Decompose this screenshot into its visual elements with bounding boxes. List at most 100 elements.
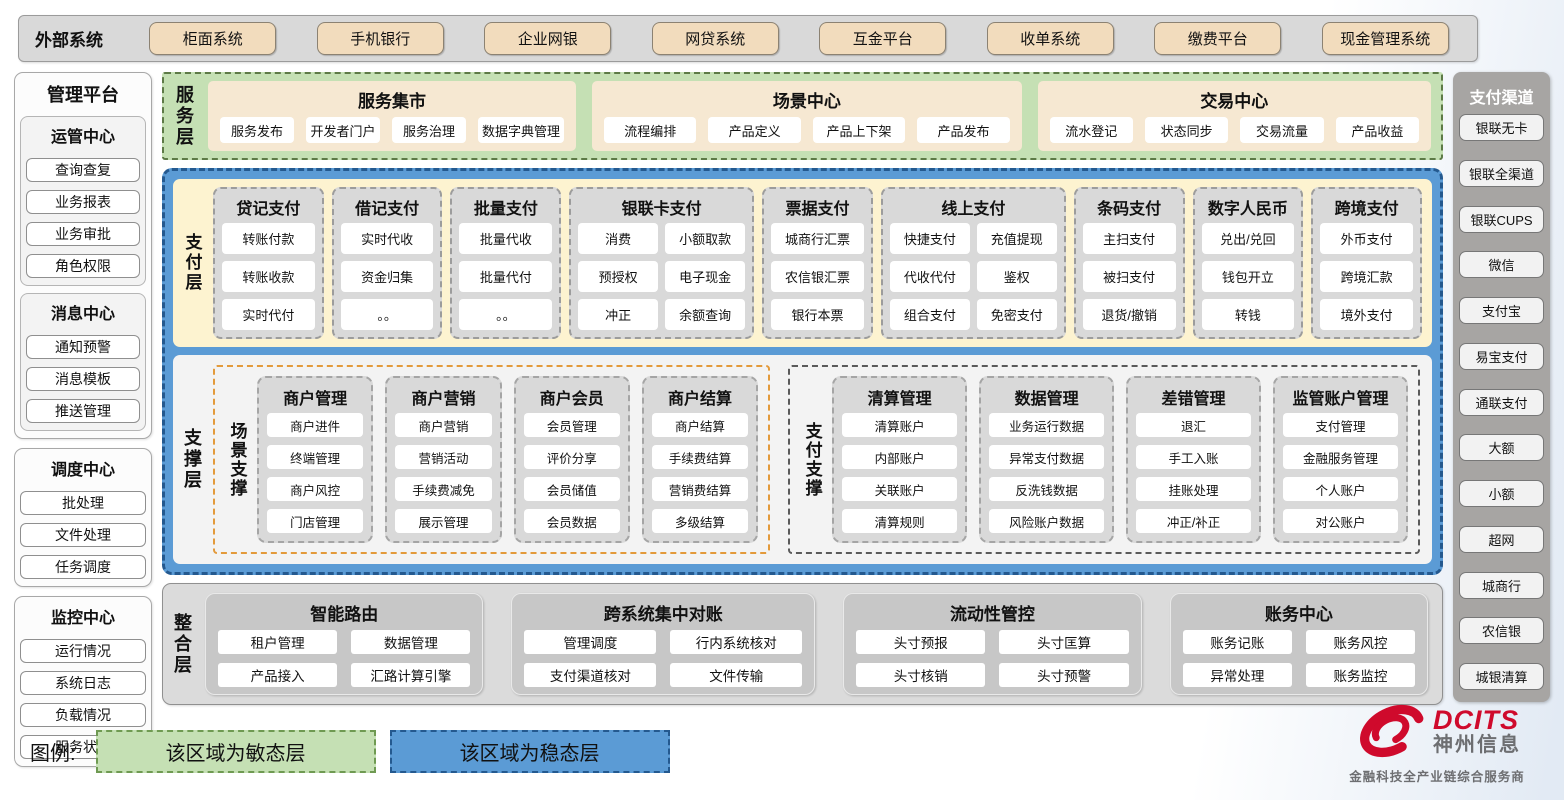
- payment-item-button[interactable]: 。。: [459, 299, 553, 330]
- payment-item-button[interactable]: 银行本票: [771, 299, 864, 330]
- service-item-button[interactable]: 产品收益: [1335, 117, 1419, 143]
- payment-item-button[interactable]: 转钱: [1201, 299, 1295, 330]
- support-item-button[interactable]: 内部账户: [842, 445, 958, 469]
- external-system-button[interactable]: 企业网银: [484, 22, 612, 55]
- support-item-button[interactable]: 清算规则: [842, 509, 958, 533]
- payment-item-button[interactable]: 城商行汇票: [771, 223, 864, 254]
- management-item-button[interactable]: 业务审批: [26, 222, 140, 246]
- support-item-button[interactable]: 异常支付数据: [989, 445, 1105, 469]
- integration-item-button[interactable]: 汇路计算引擎: [351, 663, 471, 687]
- payment-channel-button[interactable]: 通联支付: [1459, 388, 1544, 416]
- support-item-button[interactable]: 冲正/补正: [1136, 509, 1252, 533]
- management-item-button[interactable]: 查询查复: [26, 158, 140, 182]
- payment-item-button[interactable]: 农信银汇票: [771, 261, 864, 292]
- support-item-button[interactable]: 商户结算: [651, 413, 749, 437]
- payment-channel-button[interactable]: 易宝支付: [1459, 342, 1544, 370]
- management-item-button[interactable]: 运行情况: [20, 639, 146, 663]
- payment-item-button[interactable]: 转账收款: [222, 261, 315, 292]
- payment-item-button[interactable]: 充值提现: [976, 223, 1057, 254]
- support-item-button[interactable]: 商户进件: [267, 413, 364, 437]
- external-system-button[interactable]: 现金管理系统: [1321, 22, 1449, 55]
- service-item-button[interactable]: 数据字典管理: [478, 117, 565, 143]
- support-item-button[interactable]: 评价分享: [523, 445, 620, 469]
- service-item-button[interactable]: 流程编排: [604, 117, 697, 143]
- payment-item-button[interactable]: 钱包开立: [1201, 261, 1295, 292]
- support-item-button[interactable]: 会员储值: [523, 477, 620, 501]
- payment-item-button[interactable]: 跨境汇款: [1320, 261, 1413, 292]
- payment-channel-button[interactable]: 微信: [1459, 251, 1544, 279]
- support-item-button[interactable]: 关联账户: [842, 477, 958, 501]
- integration-item-button[interactable]: 租户管理: [218, 630, 338, 654]
- external-system-button[interactable]: 收单系统: [986, 22, 1114, 55]
- management-item-button[interactable]: 文件处理: [20, 523, 146, 547]
- integration-item-button[interactable]: 文件传输: [670, 663, 803, 687]
- payment-item-button[interactable]: 组合支付: [889, 299, 970, 330]
- payment-item-button[interactable]: 代收代付: [889, 261, 970, 292]
- external-system-button[interactable]: 手机银行: [316, 22, 444, 55]
- payment-item-button[interactable]: 转账付款: [222, 223, 315, 254]
- support-item-button[interactable]: 业务运行数据: [989, 413, 1105, 437]
- payment-channel-button[interactable]: 超网: [1459, 525, 1544, 553]
- service-item-button[interactable]: 状态同步: [1144, 117, 1229, 143]
- payment-item-button[interactable]: 兑出/兑回: [1201, 223, 1295, 254]
- external-system-button[interactable]: 缴费平台: [1154, 22, 1282, 55]
- support-item-button[interactable]: 反洗钱数据: [989, 477, 1105, 501]
- support-item-button[interactable]: 退汇: [1136, 413, 1252, 437]
- payment-item-button[interactable]: 批量代收: [459, 223, 553, 254]
- payment-channel-button[interactable]: 银联全渠道: [1459, 159, 1544, 187]
- support-item-button[interactable]: 手续费结算: [651, 445, 749, 469]
- management-item-button[interactable]: 系统日志: [20, 671, 146, 695]
- payment-item-button[interactable]: 小额取款: [665, 223, 746, 254]
- payment-item-button[interactable]: 冲正: [578, 299, 659, 330]
- management-item-button[interactable]: 消息模板: [26, 367, 140, 391]
- support-item-button[interactable]: 商户营销: [395, 413, 492, 437]
- support-item-button[interactable]: 对公账户: [1283, 509, 1398, 533]
- integration-item-button[interactable]: 头寸匡算: [999, 630, 1129, 654]
- payment-item-button[interactable]: 预授权: [578, 261, 659, 292]
- payment-item-button[interactable]: 资金归集: [340, 261, 434, 292]
- management-item-button[interactable]: 通知预警: [26, 335, 140, 359]
- payment-item-button[interactable]: 境外支付: [1320, 299, 1413, 330]
- integration-item-button[interactable]: 头寸核销: [856, 663, 986, 687]
- payment-item-button[interactable]: 退货/撤销: [1082, 299, 1176, 330]
- service-item-button[interactable]: 服务治理: [392, 117, 466, 143]
- integration-item-button[interactable]: 头寸预警: [999, 663, 1129, 687]
- support-item-button[interactable]: 会员管理: [523, 413, 620, 437]
- payment-item-button[interactable]: 快捷支付: [889, 223, 970, 254]
- integration-item-button[interactable]: 账务监控: [1305, 663, 1416, 687]
- integration-item-button[interactable]: 支付渠道核对: [524, 663, 657, 687]
- external-system-button[interactable]: 柜面系统: [149, 22, 277, 55]
- external-system-button[interactable]: 网贷系统: [651, 22, 779, 55]
- payment-item-button[interactable]: 实时代收: [340, 223, 434, 254]
- support-item-button[interactable]: 金融服务管理: [1283, 445, 1398, 469]
- integration-item-button[interactable]: 行内系统核对: [670, 630, 803, 654]
- payment-item-button[interactable]: 鉴权: [976, 261, 1057, 292]
- payment-item-button[interactable]: 免密支付: [976, 299, 1057, 330]
- integration-item-button[interactable]: 头寸预报: [856, 630, 986, 654]
- payment-item-button[interactable]: 批量代付: [459, 261, 553, 292]
- management-item-button[interactable]: 批处理: [20, 491, 146, 515]
- payment-item-button[interactable]: 外币支付: [1320, 223, 1413, 254]
- integration-item-button[interactable]: 账务记账: [1182, 630, 1292, 654]
- support-item-button[interactable]: 个人账户: [1283, 477, 1398, 501]
- payment-item-button[interactable]: 主扫支付: [1082, 223, 1176, 254]
- payment-item-button[interactable]: 电子现金: [665, 261, 746, 292]
- service-item-button[interactable]: 服务发布: [220, 117, 294, 143]
- support-item-button[interactable]: 商户风控: [267, 477, 364, 501]
- payment-channel-button[interactable]: 银联CUPS: [1459, 205, 1544, 233]
- integration-item-button[interactable]: 产品接入: [218, 663, 338, 687]
- support-item-button[interactable]: 营销费结算: [651, 477, 749, 501]
- payment-channel-button[interactable]: 农信银: [1459, 617, 1544, 645]
- support-item-button[interactable]: 支付管理: [1283, 413, 1398, 437]
- service-item-button[interactable]: 产品上下架: [812, 117, 906, 143]
- payment-channel-button[interactable]: 大额: [1459, 434, 1544, 462]
- management-item-button[interactable]: 负载情况: [20, 703, 146, 727]
- support-item-button[interactable]: 风险账户数据: [989, 509, 1105, 533]
- payment-item-button[interactable]: 余额查询: [665, 299, 746, 330]
- support-item-button[interactable]: 手工入账: [1136, 445, 1252, 469]
- support-item-button[interactable]: 多级结算: [651, 509, 749, 533]
- external-system-button[interactable]: 互金平台: [819, 22, 947, 55]
- payment-item-button[interactable]: 消费: [578, 223, 659, 254]
- service-item-button[interactable]: 开发者门户: [306, 117, 380, 143]
- management-item-button[interactable]: 任务调度: [20, 555, 146, 579]
